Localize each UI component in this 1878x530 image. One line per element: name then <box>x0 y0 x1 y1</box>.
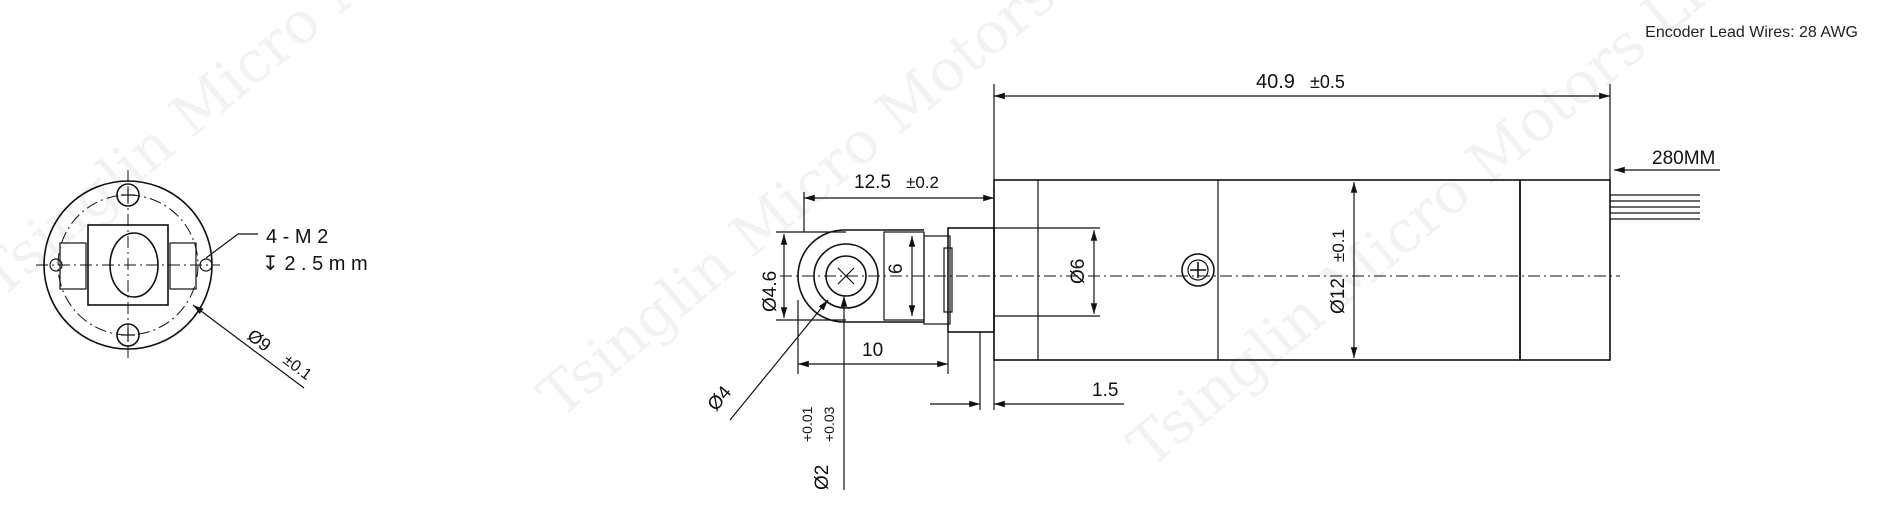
gearbox-neck <box>943 247 953 313</box>
can-screw <box>1181 253 1215 287</box>
hole-leader <box>729 299 829 421</box>
motor-dia-tol: ±0.1 <box>1329 229 1348 262</box>
watermark-text-3: Tsinglin Micro Motors Limited <box>1115 0 1845 481</box>
front-shaft <box>109 232 159 298</box>
gear-length-tol: ±0.2 <box>906 173 939 192</box>
front-hole-right <box>199 258 213 272</box>
shaft-tol-upper: +0.01 <box>799 406 815 442</box>
shaft-dia-label: Ø2 <box>812 465 833 490</box>
overall-length-tol: ±0.5 <box>1310 72 1345 92</box>
front-diameter-tol: ±0.1 <box>280 352 315 384</box>
gearbox-body <box>947 227 995 333</box>
front-screw-bottom <box>116 323 140 347</box>
front-diameter-label: Ø9 <box>244 325 275 355</box>
front-gear-block <box>87 224 169 306</box>
watermark-text-2: Tsinglin Micro Motors Limited <box>525 0 1255 431</box>
side-view: 40.9 ±0.5 280MM 12.5 ±0.2 Ø4.6 6 Ø6 Ø12 … <box>704 71 1720 490</box>
can-screw-cross <box>1190 262 1206 278</box>
lead-wires <box>1610 194 1700 220</box>
lead-length-label: 280MM <box>1652 148 1715 169</box>
front-screw-top <box>116 183 140 207</box>
flange-label: 1.5 <box>1092 380 1118 401</box>
rod-eye <box>797 229 924 323</box>
eye-length-label: 10 <box>862 340 883 361</box>
eye-outer-label: Ø4.6 <box>760 271 781 312</box>
thread-label: 4 - M 2 <box>266 226 328 248</box>
front-side-tab-left <box>59 242 87 290</box>
gearbox-collar <box>923 235 951 325</box>
shaft-tol-lower: +0.03 <box>821 406 837 442</box>
body-dia-label: Ø6 <box>1068 259 1089 284</box>
front-diameter-leader <box>192 304 305 389</box>
motor-dia-label: Ø12 <box>1328 278 1349 314</box>
thread-depth-label: ↧ 2 . 5 m m <box>262 253 368 275</box>
can-screw-inner <box>1187 259 1209 281</box>
gear-length-label: 12.5 <box>854 172 891 193</box>
thread-leader <box>205 233 258 259</box>
eye-inner-label: 6 <box>886 263 907 274</box>
lead-wire-note: Encoder Lead Wires: 28 AWG <box>1645 24 1858 41</box>
hole-dia-label: Ø4 <box>704 382 737 415</box>
overall-length-label: 40.9 <box>1256 71 1295 93</box>
front-hole-left <box>49 258 63 272</box>
encoder-cap <box>1519 179 1611 361</box>
front-side-tab-right <box>169 242 197 290</box>
